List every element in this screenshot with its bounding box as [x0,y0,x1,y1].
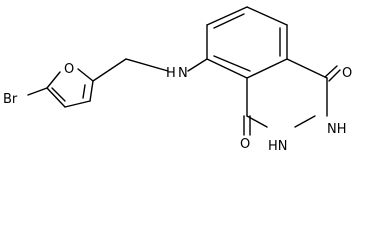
carbonyl-top [324,65,341,82]
molecule-drawing: Br O N H O O NH HN [3,6,352,154]
structure-diagram: Br O N H O O NH HN [3,6,352,154]
bromine-label: Br [3,92,18,107]
amine-hydrogen-label: H [166,66,176,81]
carbonyl-oxygen-top-label: O [342,66,352,81]
hn-lower-label: HN [268,139,288,154]
amine-aryl-bond [187,58,208,72]
carbonyl-bottom [243,115,251,136]
pyridazinedione-ring [246,58,328,128]
nh-upper-label: NH [327,122,347,137]
furan-ring [46,68,94,108]
carbonyl-oxygen-bottom-label: O [240,137,250,152]
benzene-ring [206,6,288,79]
methylene-linker [92,58,169,82]
furan-oxygen-label: O [64,62,74,77]
bromo-bond [27,87,48,96]
amine-nitrogen-label: N [178,66,188,81]
